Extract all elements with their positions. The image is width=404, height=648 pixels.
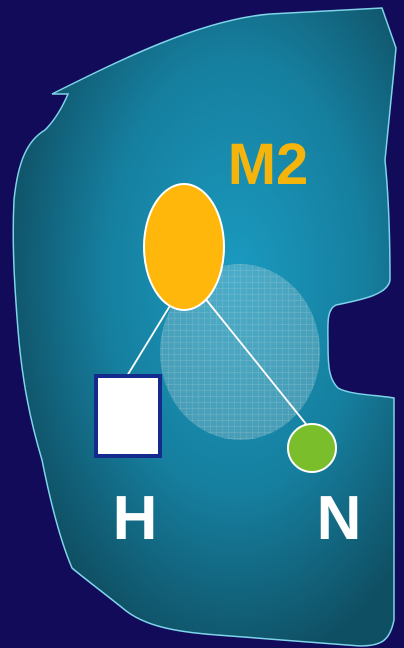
h-node — [96, 376, 160, 456]
n-label: N — [317, 484, 362, 553]
m2-label: M2 — [228, 132, 309, 197]
h-label: H — [113, 484, 158, 553]
m2-node — [144, 184, 224, 310]
n-node — [288, 424, 336, 472]
